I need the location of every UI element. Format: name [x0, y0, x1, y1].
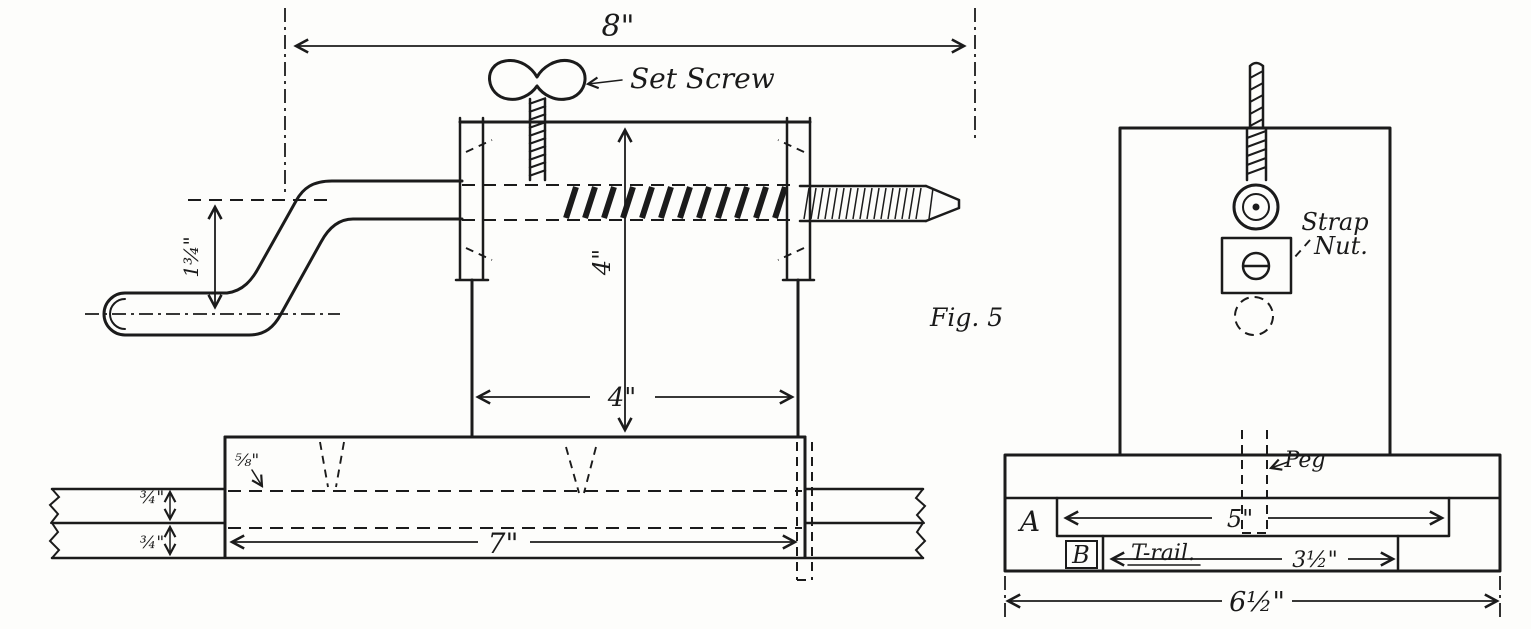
knob-outer [1232, 183, 1280, 231]
dim-overall-width: 8" [602, 9, 635, 44]
base-width-dimension: 6½" [1004, 576, 1501, 620]
crank-handle: 1¾" [85, 179, 464, 337]
groove-a-dimension: 5" [1066, 505, 1442, 533]
dim-crank-drop: 1¾" [179, 236, 203, 277]
board-break-right [914, 488, 927, 559]
hidden-peg-front [796, 442, 813, 581]
strap-nut-leader [1293, 239, 1311, 259]
peg: Peg [1241, 430, 1326, 534]
overall-width-dimension: 8" [284, 8, 976, 192]
dim-block-height: 4" [588, 249, 616, 276]
groove-a-label: A [1017, 505, 1040, 538]
base-board [48, 435, 927, 581]
set-screw: Set Screw [488, 58, 775, 182]
screw-top-assembly [1232, 61, 1280, 231]
groove-b-box [1065, 540, 1098, 569]
dim-groove-a: 5" [1227, 505, 1253, 533]
board-break-left [48, 488, 61, 559]
peg-leader-arrow [1271, 462, 1289, 468]
block-height-dimension: 4" [588, 130, 625, 430]
strap-nut-label-line2: Nut. [1313, 232, 1368, 260]
figure-caption: Fig. 5 [929, 303, 1003, 332]
side-base: A B T-rail. [1003, 453, 1502, 573]
dim-t-rail: 3½" [1292, 548, 1337, 573]
t-rail-dimension: 3½" [1112, 548, 1393, 573]
side-view: Strap Nut. Peg A B T-rail. 5 [1003, 61, 1502, 620]
base-length-dimension: 7" [232, 527, 795, 560]
peg-label: Peg [1284, 448, 1326, 473]
groove-a [1055, 496, 1451, 538]
clamp-body [454, 116, 816, 439]
knob-inner [1242, 193, 1270, 221]
dim-block-width: 4" [607, 383, 637, 413]
crank-drop-dimension: 1¾" [179, 207, 215, 307]
dim-base-length: 7" [488, 527, 519, 560]
upright-block [1118, 126, 1392, 457]
strap-nut-label-line1: Strap [1301, 208, 1368, 236]
dim-base-width: 6½" [1229, 587, 1285, 618]
dim-lower-board: ¾" [140, 533, 164, 553]
board-thickness-labels: ⅝" ¾" ¾" [140, 451, 262, 554]
hidden-screw-center [565, 446, 597, 494]
front-view: 8" Set Screw [48, 8, 976, 581]
knob-center [1252, 203, 1260, 211]
set-screw-leader-arrow [588, 80, 623, 84]
dim-upper-board: ¾" [140, 488, 164, 508]
feed-screw [462, 184, 961, 223]
block-width-dimension: 4" [478, 383, 792, 413]
hidden-screw-left [319, 441, 345, 488]
strap-nut: Strap Nut. [1220, 208, 1369, 295]
hidden-hole [1234, 296, 1274, 336]
groove-b [1101, 534, 1400, 571]
set-screw-label: Set Screw [630, 62, 775, 95]
t-rail-label: T-rail. [1131, 541, 1195, 566]
dim-base-edge: ⅝" [235, 451, 259, 471]
groove-b-label: B [1071, 541, 1090, 569]
